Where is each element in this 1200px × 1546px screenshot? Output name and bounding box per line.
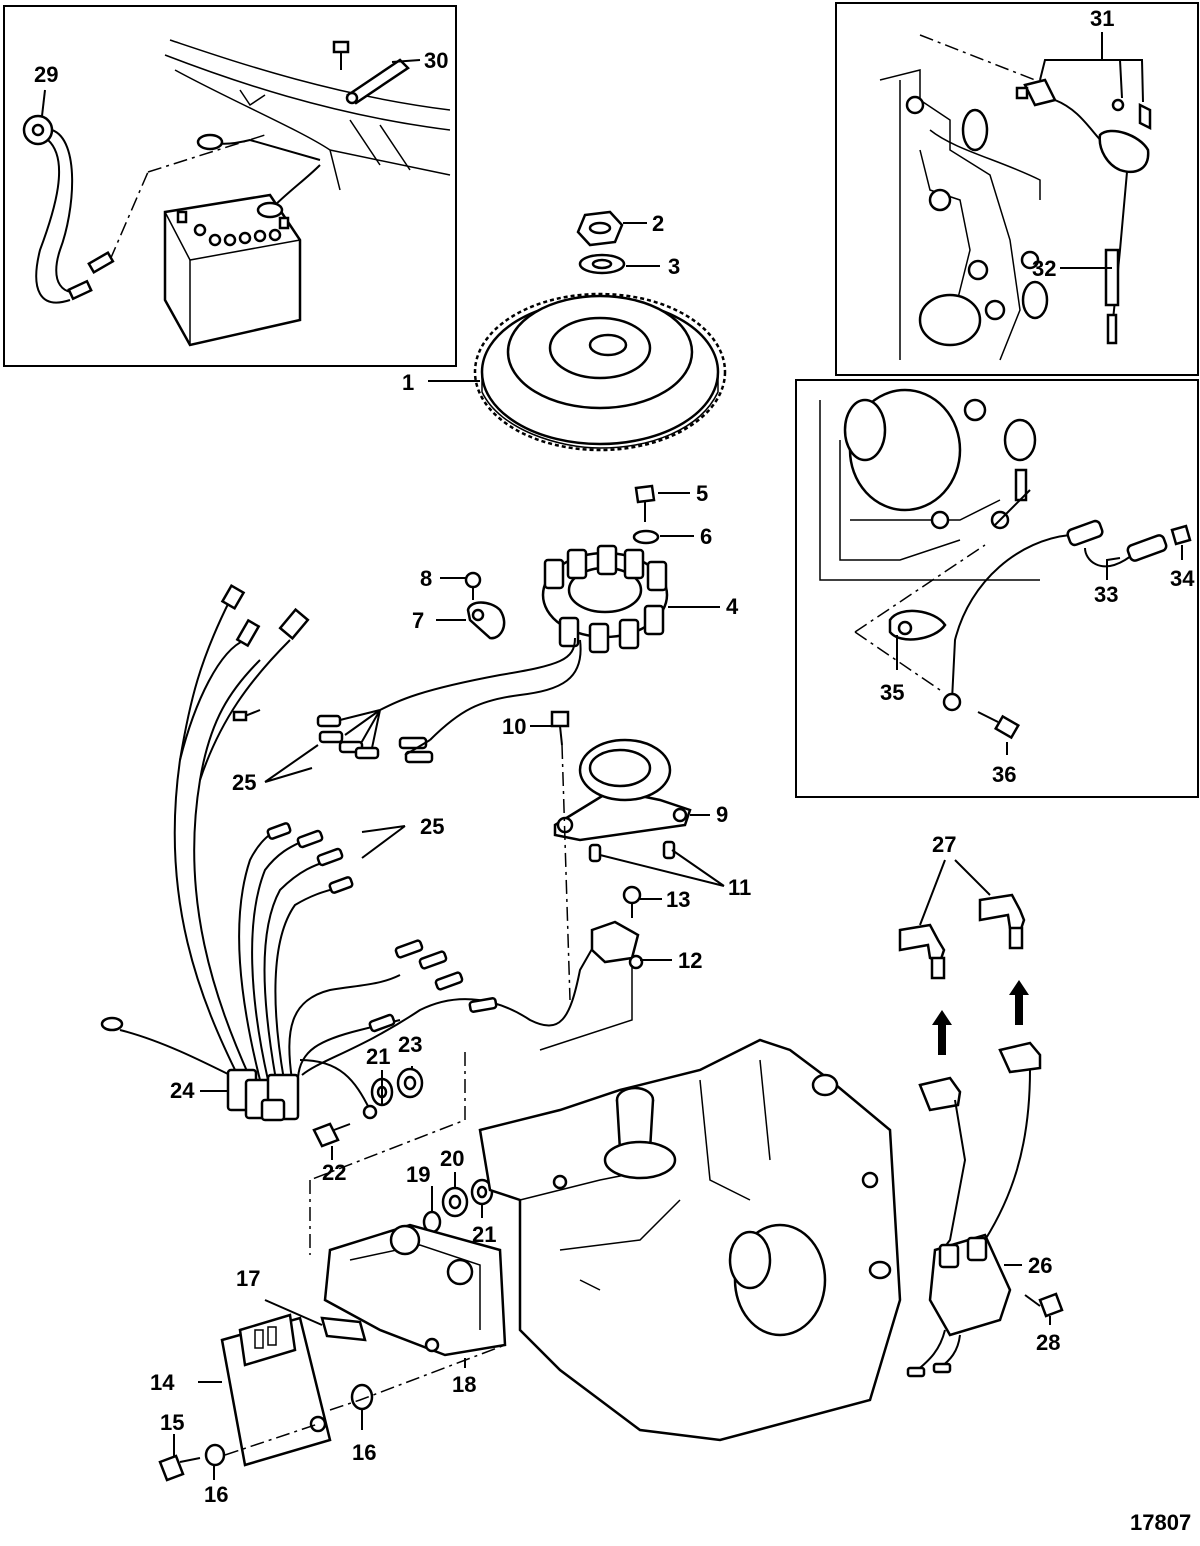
part-10-bolt [550,710,570,746]
callout-33: 33 [1094,582,1118,607]
part-34-cap [1170,524,1192,546]
callout-11: 11 [728,875,751,900]
callout-labels: 1 2 3 4 5 6 7 8 9 10 11 12 13 14 15 16 1… [34,6,1195,1535]
part-1-flywheel [473,292,727,452]
callout-32: 32 [1032,256,1056,281]
callout-22: 22 [322,1160,346,1185]
callout-31: 31 [1090,6,1114,31]
part-12-sensor [590,920,644,970]
callout-30: 30 [424,48,448,73]
callout-28: 28 [1036,1330,1060,1355]
part-13-screw [622,885,642,918]
leader-lines [41,32,1183,1480]
part-6-washer [632,529,660,545]
part-22-bolt [312,1122,351,1148]
callout-15: 15 [160,1410,184,1435]
part-14-rectifier [220,1313,332,1467]
callout-21-b: 21 [472,1222,496,1247]
part-7-clamp [466,601,506,640]
callout-8: 8 [420,566,432,591]
callout-16-a: 16 [352,1440,376,1465]
callout-27: 27 [932,832,956,857]
part-36-bolt [977,711,1021,740]
inset-ground [819,388,1192,740]
part-2-nut [576,210,624,247]
callout-16-b: 16 [204,1482,228,1507]
callout-23: 23 [398,1032,422,1057]
callout-9: 9 [716,802,728,827]
callout-26: 26 [1028,1253,1052,1278]
callout-20: 20 [440,1146,464,1171]
part-29-sensor [22,114,115,304]
part-4-stator [541,544,669,654]
callout-21-a: 21 [366,1044,390,1069]
part-17-pad [320,1316,367,1342]
callout-17: 17 [236,1266,260,1291]
part-27-spark-caps [898,893,1026,980]
part-18-bracket [323,1223,507,1357]
callout-2: 2 [652,211,664,236]
part-8-screw [464,571,482,600]
engine-block [478,1038,902,1442]
callout-7: 7 [412,608,424,633]
callout-36: 36 [992,762,1016,787]
callout-5: 5 [696,481,708,506]
callout-19: 19 [406,1162,430,1187]
part-23-sleeve [396,1067,424,1099]
callout-25-a: 25 [232,770,256,795]
part-20-grommet [441,1186,469,1218]
callout-29: 29 [34,62,58,87]
part-24-harness [100,583,601,1122]
part-9-trigger [553,738,692,842]
callout-35: 35 [880,680,904,705]
callout-10: 10 [502,714,526,739]
callout-1: 1 [402,370,414,395]
inset-battery-box [3,5,457,367]
part-31-switch [1015,78,1152,174]
part-26-ignition-coil [906,1041,1042,1378]
callout-6: 6 [700,524,712,549]
callout-13: 13 [666,887,690,912]
inset-ground-box [795,379,1199,798]
callout-12: 12 [678,948,702,973]
figure-number: 17807 [1130,1510,1191,1535]
part-35-clamp [888,609,947,641]
part-33-ground-lead [942,519,1168,712]
callout-4: 4 [726,594,739,619]
battery [163,193,302,347]
part-16-washer-b [204,1443,226,1467]
part-11-pins [588,840,676,863]
callout-34: 34 [1170,566,1195,591]
part-16-washer [350,1383,374,1411]
part-5-screw [634,484,656,522]
part-28-bolt [1024,1292,1064,1318]
callout-18: 18 [452,1372,476,1397]
callout-24: 24 [170,1078,195,1103]
callout-25-b: 25 [420,814,444,839]
inset-battery [22,39,451,347]
part-3-washer [578,253,626,275]
inset-sender [879,34,1152,361]
callout-14: 14 [150,1370,175,1395]
part-32-lead [1104,171,1128,345]
inset-sender-box [835,2,1199,376]
part-15-bolt [158,1454,201,1482]
callout-3: 3 [668,254,680,279]
arrows [932,980,1029,1055]
part-30-strap [332,40,410,105]
